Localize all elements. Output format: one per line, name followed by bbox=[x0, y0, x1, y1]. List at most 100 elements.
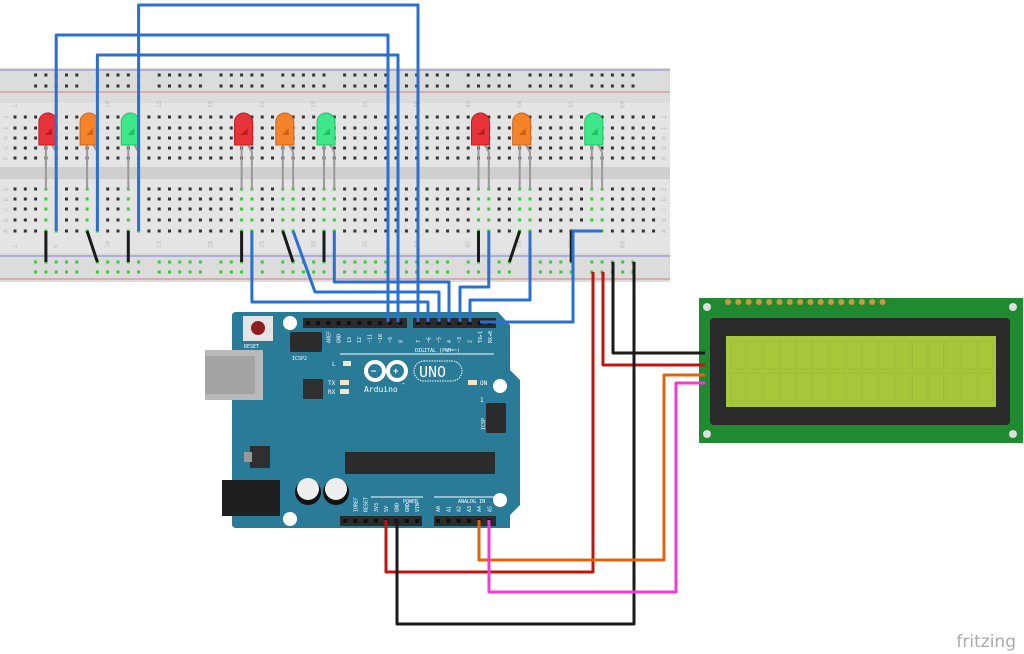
pin-label: 7 bbox=[416, 340, 422, 343]
breadboard-hole bbox=[301, 146, 305, 150]
lcd-character-cell bbox=[862, 372, 878, 402]
header-pin bbox=[426, 321, 431, 325]
breadboard-hole bbox=[250, 197, 254, 201]
rail-hole bbox=[631, 73, 635, 77]
breadboard-hole bbox=[178, 146, 182, 150]
breadboard-hole bbox=[219, 207, 223, 211]
breadboard-hole bbox=[229, 207, 233, 211]
pin-label: A1 bbox=[446, 506, 452, 512]
breadboard-hole bbox=[528, 218, 532, 222]
pin-label: A5 bbox=[488, 506, 494, 512]
breadboard-hole bbox=[456, 136, 460, 140]
lcd-character-cell bbox=[796, 340, 812, 370]
breadboard-hole bbox=[271, 136, 274, 140]
rail-hole bbox=[446, 270, 450, 274]
lcd-gnd-wire bbox=[611, 262, 705, 355]
led-body bbox=[512, 112, 532, 146]
rail-hole bbox=[487, 73, 491, 77]
icsp2-header bbox=[290, 332, 322, 352]
rail-hole bbox=[168, 84, 171, 88]
rail-hole bbox=[106, 270, 110, 274]
breadboard-hole bbox=[374, 187, 377, 191]
lcd-character-cell bbox=[747, 372, 763, 402]
rail-hole bbox=[477, 270, 480, 274]
breadboard-hole bbox=[116, 126, 120, 130]
rail-hole bbox=[178, 270, 182, 274]
breadboard-hole bbox=[353, 156, 357, 160]
icsp-header bbox=[486, 403, 506, 433]
lcd-pin bbox=[766, 299, 773, 305]
breadboard-hole bbox=[13, 126, 17, 130]
breadboard-hole bbox=[497, 197, 501, 201]
breadboard-hole bbox=[343, 197, 347, 201]
rail-hole bbox=[404, 84, 408, 88]
led-anvil bbox=[323, 128, 330, 135]
header-pin bbox=[446, 321, 451, 325]
breadboard-hole bbox=[75, 197, 79, 201]
breadboard-hole bbox=[425, 218, 429, 222]
header-pin bbox=[306, 321, 310, 325]
row-letter: A bbox=[661, 229, 668, 233]
atmega-chip bbox=[345, 452, 495, 474]
rail-hole bbox=[528, 73, 532, 77]
breadboard-hole bbox=[394, 156, 398, 160]
reset-button-cap[interactable] bbox=[251, 321, 265, 335]
breadboard-hole bbox=[13, 136, 17, 140]
breadboard-hole bbox=[518, 197, 522, 201]
breadboard-hole bbox=[559, 136, 563, 140]
lcd-pin bbox=[745, 299, 752, 305]
breadboard-hole bbox=[641, 126, 645, 130]
breadboard-hole bbox=[641, 187, 645, 191]
breadboard-hole bbox=[363, 207, 367, 211]
breadboard-hole bbox=[456, 156, 460, 160]
breadboard-hole bbox=[219, 146, 223, 150]
rail-hole bbox=[446, 260, 450, 264]
breadboard-hole bbox=[353, 197, 357, 201]
breadboard-hole bbox=[446, 207, 450, 211]
breadboard-hole bbox=[384, 207, 388, 211]
row-letter: H bbox=[661, 136, 668, 140]
rail-hole bbox=[353, 84, 357, 88]
led-leg bbox=[329, 144, 336, 189]
breadboard-hole bbox=[569, 126, 573, 130]
breadboard-hole bbox=[65, 146, 68, 150]
breadboard-hole bbox=[271, 197, 274, 201]
breadboard-hole bbox=[209, 187, 213, 191]
lcd-character-cell bbox=[912, 372, 928, 402]
rail-hole bbox=[621, 270, 625, 274]
pin-label: RESET bbox=[364, 497, 370, 512]
breadboard-hole bbox=[631, 126, 635, 130]
breadboard-hole bbox=[343, 229, 347, 233]
breadboard-hole bbox=[549, 136, 553, 140]
rail-hole bbox=[126, 84, 130, 88]
signal-wire bbox=[54, 33, 390, 322]
breadboard-hole bbox=[538, 197, 542, 201]
pin-label: GND bbox=[395, 503, 401, 512]
breadboard-hole bbox=[209, 207, 213, 211]
breadboard-hole bbox=[157, 115, 161, 119]
breadboard-hole bbox=[507, 126, 511, 130]
breadboard-hole bbox=[507, 136, 511, 140]
rail-hole bbox=[549, 73, 553, 77]
breadboard-hole bbox=[353, 218, 357, 222]
breadboard-hole bbox=[65, 229, 68, 233]
breadboard-hole bbox=[85, 218, 89, 222]
breadboard-hole bbox=[466, 229, 470, 233]
breadboard-hole bbox=[198, 218, 202, 222]
breadboard-hole bbox=[75, 115, 79, 119]
breadboard-hole bbox=[549, 146, 553, 150]
breadboard-hole bbox=[631, 136, 635, 140]
breadboard-hole bbox=[260, 115, 264, 119]
column-number: 25 bbox=[259, 240, 266, 248]
breadboard-hole bbox=[446, 115, 450, 119]
rail-hole bbox=[178, 260, 182, 264]
breadboard-hole bbox=[621, 156, 625, 160]
power-jack bbox=[222, 480, 280, 516]
breadboard-hole bbox=[528, 115, 532, 119]
breadboard-hole bbox=[641, 115, 645, 119]
breadboard-hole bbox=[559, 187, 563, 191]
breadboard-hole bbox=[75, 126, 79, 130]
breadboard-hole bbox=[600, 218, 604, 222]
header-pin bbox=[446, 519, 451, 523]
lcd-character-cell bbox=[895, 372, 911, 402]
